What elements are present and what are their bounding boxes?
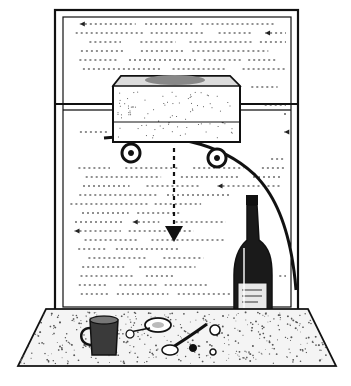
table	[18, 309, 336, 366]
key	[210, 325, 220, 335]
cart-load	[145, 75, 205, 85]
cart-hub-right	[214, 155, 220, 161]
crumb	[189, 344, 197, 352]
cart-hub-left	[128, 150, 134, 156]
